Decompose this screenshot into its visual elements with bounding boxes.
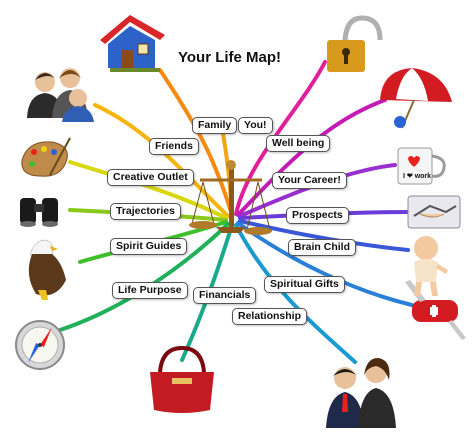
swiss-army-knife-icon: [405, 280, 466, 340]
node-wellbeing: Well being: [266, 135, 331, 152]
handshake-icon: [407, 195, 461, 229]
balance-scale-icon: [189, 160, 272, 235]
branch-spiritualgifts: [236, 221, 414, 307]
mug-label: I ❤ work: [403, 173, 431, 180]
eagle-icon: [28, 239, 66, 300]
node-spirit-guides: Spirit Guides: [110, 238, 188, 255]
node-family: Family: [192, 117, 238, 134]
node-life-purpose: Life Purpose: [112, 282, 188, 299]
handbag-icon: [150, 345, 214, 413]
node-relationship: Relationship: [232, 308, 308, 325]
binoculars-icon: [20, 198, 58, 227]
node-friends: Friends: [149, 138, 199, 155]
branch-family: [158, 68, 234, 217]
baby-icon: [414, 236, 448, 296]
padlock-icon: [327, 15, 383, 72]
node-your-career: Your Career!: [272, 172, 347, 189]
beach-umbrella-icon: [380, 68, 452, 129]
node-prospects: Prospects: [286, 207, 349, 224]
couple-icon: [326, 358, 396, 428]
compass-icon: [15, 320, 65, 370]
node-financials: Financials: [193, 287, 257, 304]
node-brain-child: Brain Child: [288, 239, 357, 256]
branch-friends: [93, 103, 230, 218]
house-icon: [100, 15, 165, 72]
paint-palette-icon: [21, 137, 71, 177]
node-trajectories: Trajectories: [110, 203, 181, 220]
branch-brainchild: [238, 219, 410, 252]
people-group-icon: [27, 68, 94, 122]
node-you: You!: [238, 117, 273, 134]
mug-icon: [397, 147, 446, 185]
node-spiritual-gifts: Spiritual Gifts: [264, 276, 345, 293]
page-title: Your Life Map!: [178, 49, 282, 66]
node-creative-outlet: Creative Outlet: [107, 169, 194, 186]
branch-relationship: [234, 223, 357, 364]
